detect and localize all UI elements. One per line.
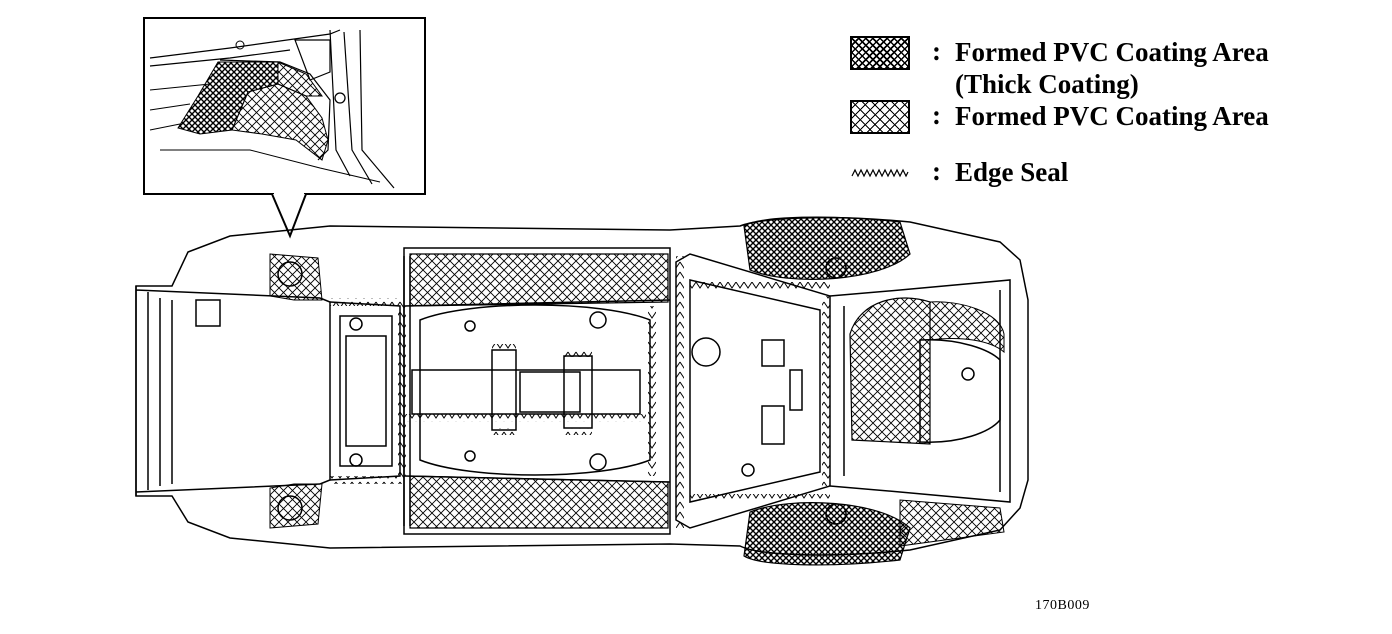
- zigzag-icon: [851, 168, 909, 178]
- legend-item-coating: : Formed PVC Coating Area: [850, 100, 1269, 134]
- coating-areas: [269, 253, 1005, 547]
- legend-label-coating: Formed PVC Coating Area: [955, 101, 1269, 131]
- detail-inset: [143, 17, 426, 239]
- thick-coating-areas: [743, 216, 911, 566]
- figure-id: 170B009: [1035, 598, 1090, 613]
- edge-seal-symbol: [850, 156, 910, 190]
- legend-item-thick-coating: : Formed PVC Coating Area (Thick Coating…: [850, 36, 1269, 100]
- legend-colon: :: [932, 36, 941, 66]
- legend-label-thick-line1: Formed PVC Coating Area: [955, 37, 1269, 67]
- legend-label-thick-line2: (Thick Coating): [955, 69, 1139, 99]
- coating-swatch: [850, 100, 910, 134]
- legend-item-edge-seal: : Edge Seal: [850, 156, 1068, 190]
- legend-label-edge-seal: Edge Seal: [955, 157, 1069, 187]
- legend-colon: :: [932, 100, 941, 130]
- thick-coating-swatch: [850, 36, 910, 70]
- legend-colon: :: [932, 156, 941, 186]
- edge-seals: [330, 256, 830, 528]
